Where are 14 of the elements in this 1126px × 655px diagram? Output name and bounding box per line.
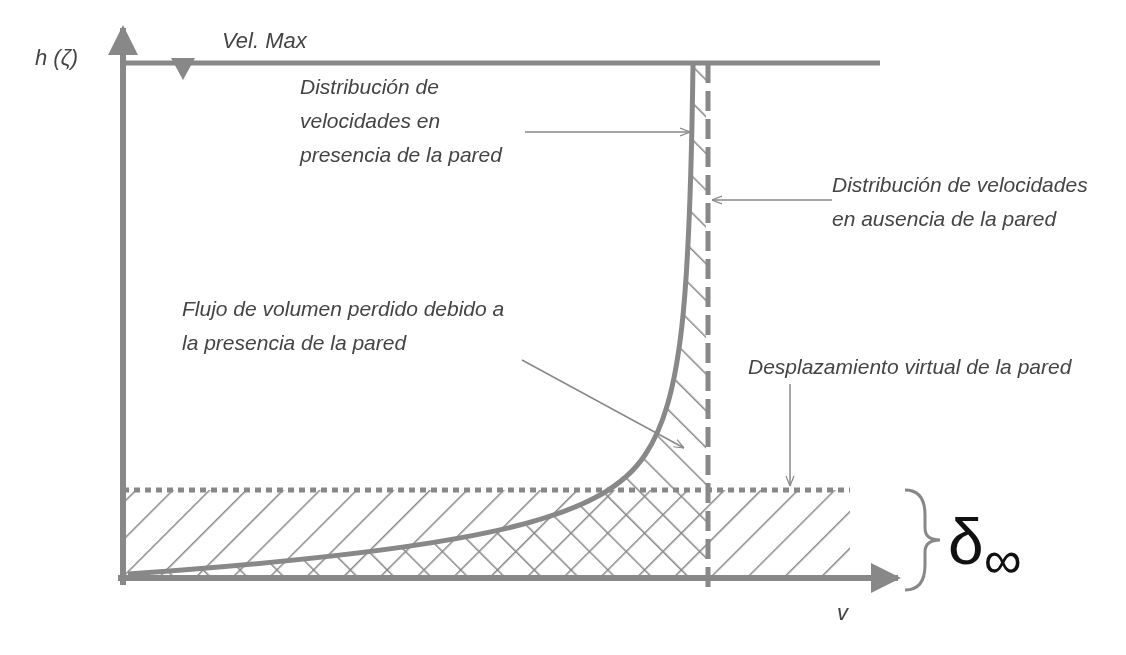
annotation-text: Desplazamiento virtual de la pared: [748, 350, 1093, 384]
annotation-text: Flujo de volumen perdido debido a la presencia de la pared: [182, 292, 522, 360]
dashed-line: [705, 63, 711, 590]
axis-label: h (ζ): [35, 45, 79, 71]
leader-line: [521, 359, 685, 449]
leader-line: [524, 127, 691, 137]
dotted-line: [123, 487, 850, 493]
leader-line: [711, 195, 833, 205]
displacement-thickness-symbol: δ$_{∞}$: [948, 505, 1022, 590]
leader-line: [785, 383, 795, 487]
annotation-text: Distribución de velocidades en presencia de la pared: [300, 70, 525, 172]
water-level-label: Vel. Max: [222, 28, 307, 54]
axis-label: v: [837, 600, 848, 626]
annotation-text: Distribución de velocidades en ausencia de la pared: [832, 168, 1097, 236]
